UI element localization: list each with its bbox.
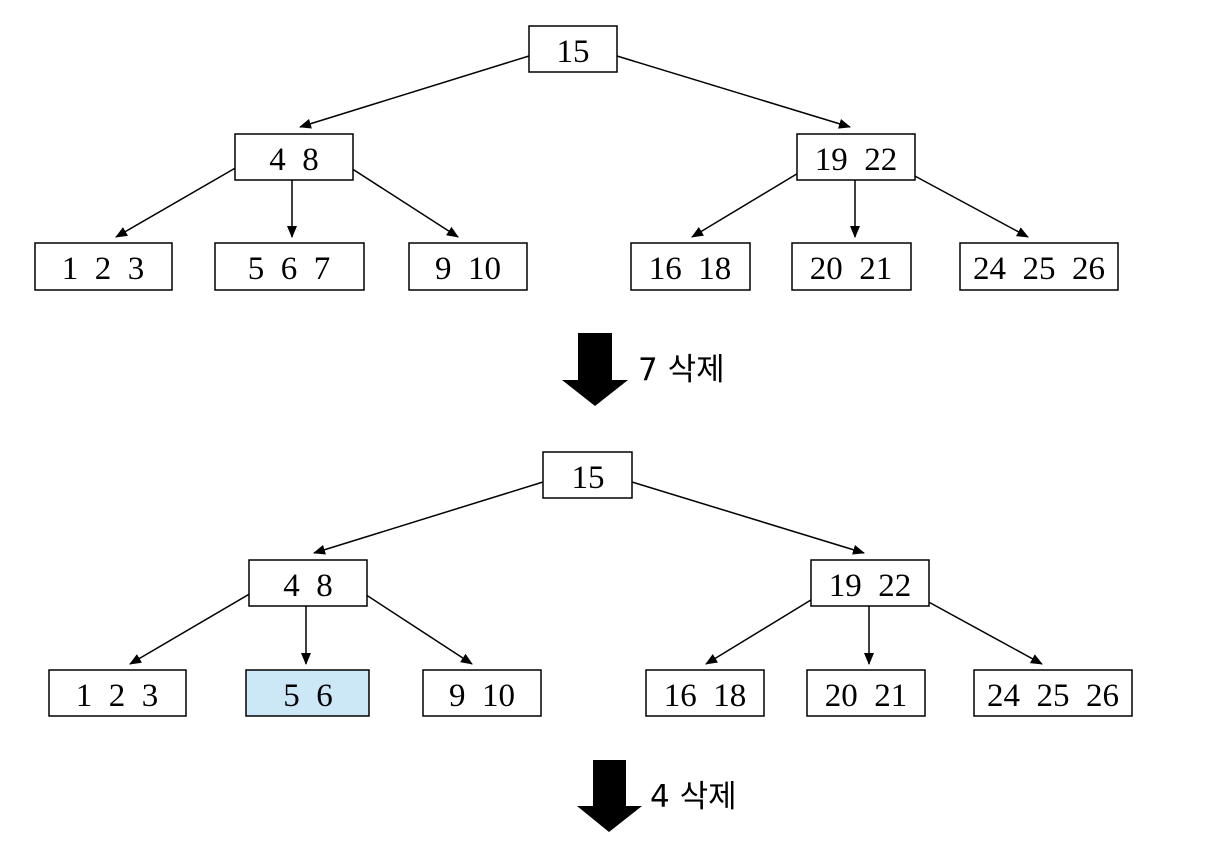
node-label: 16 18: [664, 678, 747, 714]
edge-left-leaf3: [339, 160, 459, 238]
edge-root-right: [616, 55, 851, 129]
tree-node-leaf: 1 2 3: [48, 669, 187, 717]
node-label: 9 10: [435, 251, 501, 287]
edge-root-left: [313, 481, 544, 555]
node-label: 4 8: [283, 568, 333, 604]
edge-left-leaf1: [115, 162, 245, 238]
tree-node-leaf: 20 21: [791, 242, 912, 291]
tree-node-leaf: 24 25 26: [959, 242, 1119, 291]
node-label: 9 10: [449, 678, 515, 714]
edge-right-leaf4: [705, 591, 825, 665]
tree-node-leaf-highlighted: 5 6: [245, 669, 370, 717]
edge-root-right: [631, 481, 865, 555]
tree-node-leaf: 16 18: [645, 669, 765, 717]
node-label: 5 6: [283, 678, 333, 714]
tree-node-leaf: 9 10: [422, 669, 542, 717]
step-label: 7 삭제: [638, 352, 725, 388]
node-label: 15: [572, 460, 605, 496]
node-label: 20 21: [825, 678, 908, 714]
tree-node-leaf: 9 10: [408, 242, 528, 291]
tree-node-leaf: 16 18: [630, 242, 751, 291]
edge-left-leaf3: [353, 586, 473, 665]
node-label: 4 8: [269, 142, 319, 178]
tree-node-internal: 19 22: [796, 133, 916, 181]
node-label: 5 6 7: [248, 251, 331, 287]
edge-right-leaf6: [899, 167, 1029, 238]
tree-node-root: 15: [528, 25, 618, 73]
node-label: 20 21: [810, 251, 893, 287]
step-label: 4 삭제: [650, 779, 737, 815]
edge-right-leaf6: [913, 593, 1043, 665]
node-label: 1 2 3: [76, 678, 159, 714]
edge-left-leaf1: [129, 588, 259, 665]
tree-after: 15 4 8 19 22 1 2 3 5 6 9 10 16 18: [48, 451, 1133, 717]
tree-node-internal: 19 22: [810, 559, 930, 607]
tree-node-internal: 4 8: [248, 559, 368, 607]
node-label: 16 18: [649, 251, 732, 287]
node-label: 19 22: [829, 568, 912, 604]
tree-node-leaf: 24 25 26: [973, 669, 1133, 717]
tree-before: 15 4 8 19 22 1 2 3 5 6 7 9 10 16 18: [34, 25, 1119, 291]
edge-root-left: [299, 55, 530, 129]
node-label: 19 22: [815, 142, 898, 178]
tree-node-internal: 4 8: [234, 133, 354, 181]
tree-node-leaf: 1 2 3: [34, 242, 173, 291]
step-arrow: 4 삭제: [577, 760, 737, 832]
node-label: 1 2 3: [62, 251, 145, 287]
tree-node-leaf: 5 6 7: [214, 242, 365, 291]
node-label: 24 25 26: [987, 678, 1119, 714]
edge-right-leaf4: [691, 165, 811, 238]
highlight-box: [245, 669, 370, 717]
down-arrow-icon: [562, 333, 628, 406]
step-arrow: 7 삭제: [562, 333, 725, 406]
tree-node-leaf: 20 21: [806, 669, 926, 717]
down-arrow-icon: [577, 760, 642, 832]
node-label: 24 25 26: [973, 251, 1105, 287]
tree-node-root: 15: [542, 451, 633, 499]
node-label: 15: [557, 34, 590, 70]
